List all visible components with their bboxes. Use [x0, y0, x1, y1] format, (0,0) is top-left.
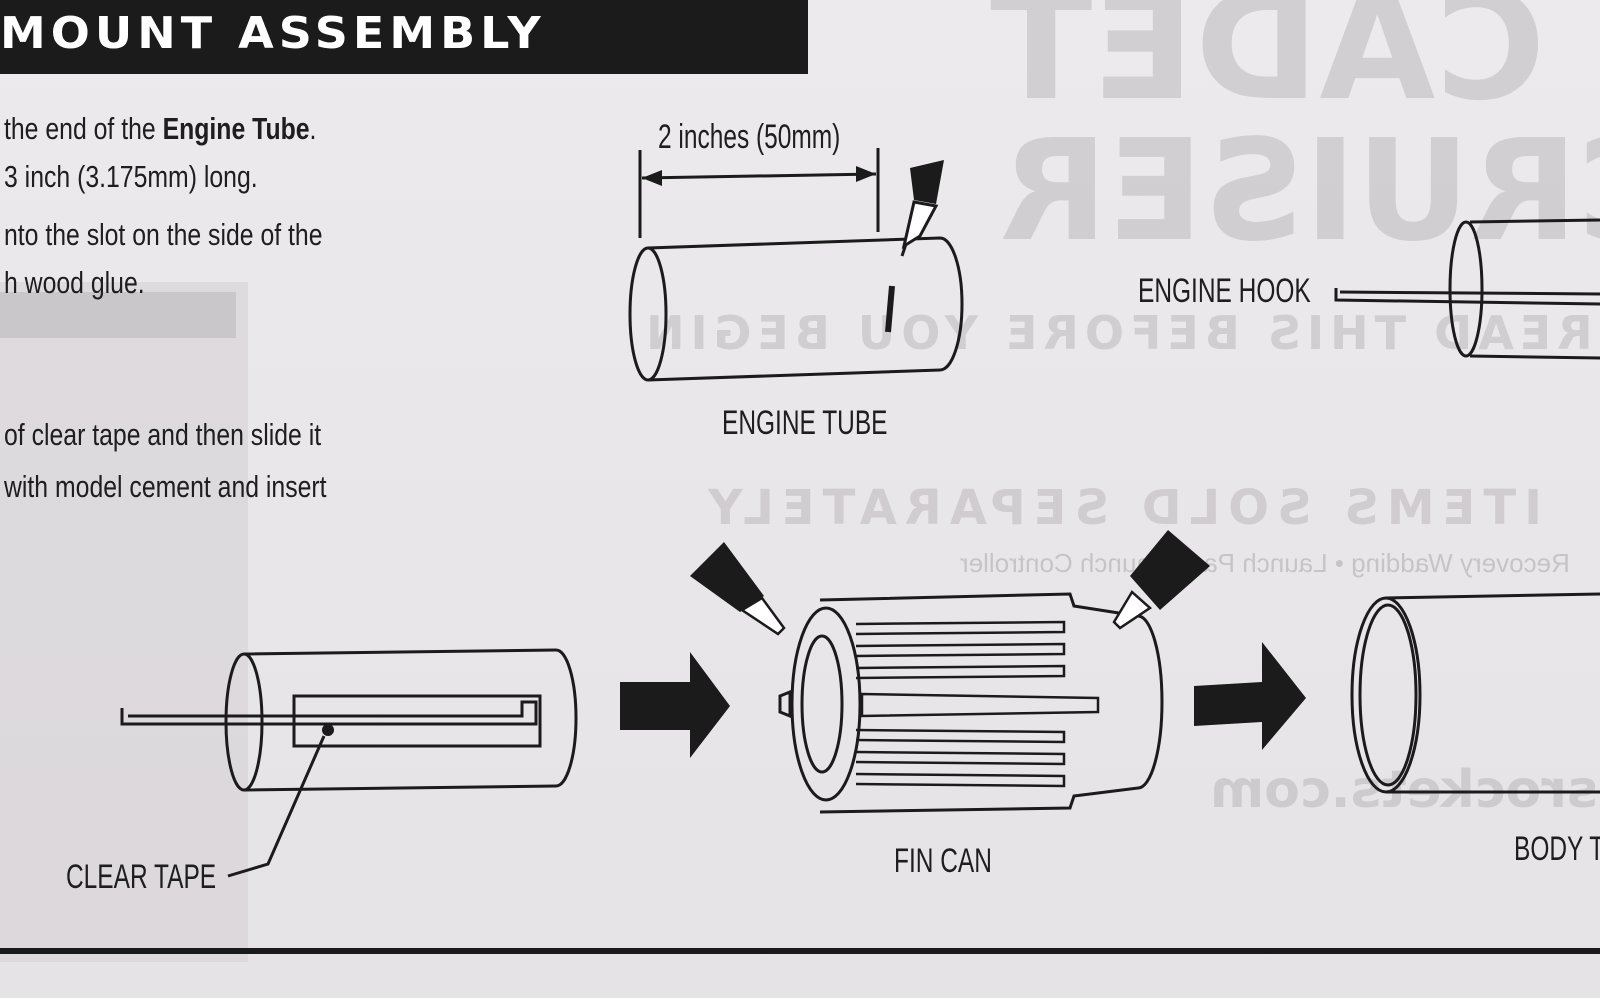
- instruction-line-5: of clear tape and then slide it: [4, 417, 322, 452]
- body-tube-label: BODY T: [1514, 830, 1600, 868]
- ghost-panel: [0, 282, 248, 962]
- instruction-line-6: with model cement and insert: [4, 469, 327, 504]
- fin-can-drawing: [778, 592, 1164, 814]
- arrow-icon: [1194, 642, 1306, 750]
- instruction-line-1-bold: Engine Tube: [162, 111, 310, 146]
- engine-tube-drawing: [628, 236, 964, 382]
- clear-tape-label: CLEAR TAPE: [66, 858, 217, 896]
- glue-bottle-icon: [690, 542, 786, 636]
- instruction-line-2: 3 inch (3.175mm) long.: [4, 159, 258, 194]
- arrow-icon: [620, 652, 730, 758]
- engine-hook-label: ENGINE HOOK: [1138, 272, 1311, 310]
- ghost-strip: [0, 292, 236, 338]
- instruction-line-1: the end of the Engine Tube.: [4, 106, 316, 152]
- instruction-line-3: nto the slot on the side of the: [4, 217, 323, 252]
- instruction-line-1-post: .: [309, 111, 317, 146]
- section-title: MOUNT ASSEMBLY: [0, 7, 546, 59]
- instruction-line-1-pre: the end of the: [4, 111, 163, 146]
- tape-tube-drawing: [120, 648, 578, 878]
- engine-hook-drawing: [1334, 218, 1600, 360]
- hobby-knife-icon: [900, 160, 944, 257]
- bottom-rule: [0, 948, 1600, 954]
- section-header-banner: MOUNT ASSEMBLY: [0, 0, 808, 74]
- measurement-dimension: [638, 148, 880, 238]
- fin-can-label: FIN CAN: [894, 842, 992, 880]
- body-tube-drawing: [1350, 592, 1600, 794]
- instruction-line-4: h wood glue.: [4, 265, 145, 300]
- glue-bottle-icon: [1112, 530, 1210, 630]
- engine-tube-label: ENGINE TUBE: [722, 404, 888, 442]
- measurement-label: 2 inches (50mm): [658, 118, 841, 156]
